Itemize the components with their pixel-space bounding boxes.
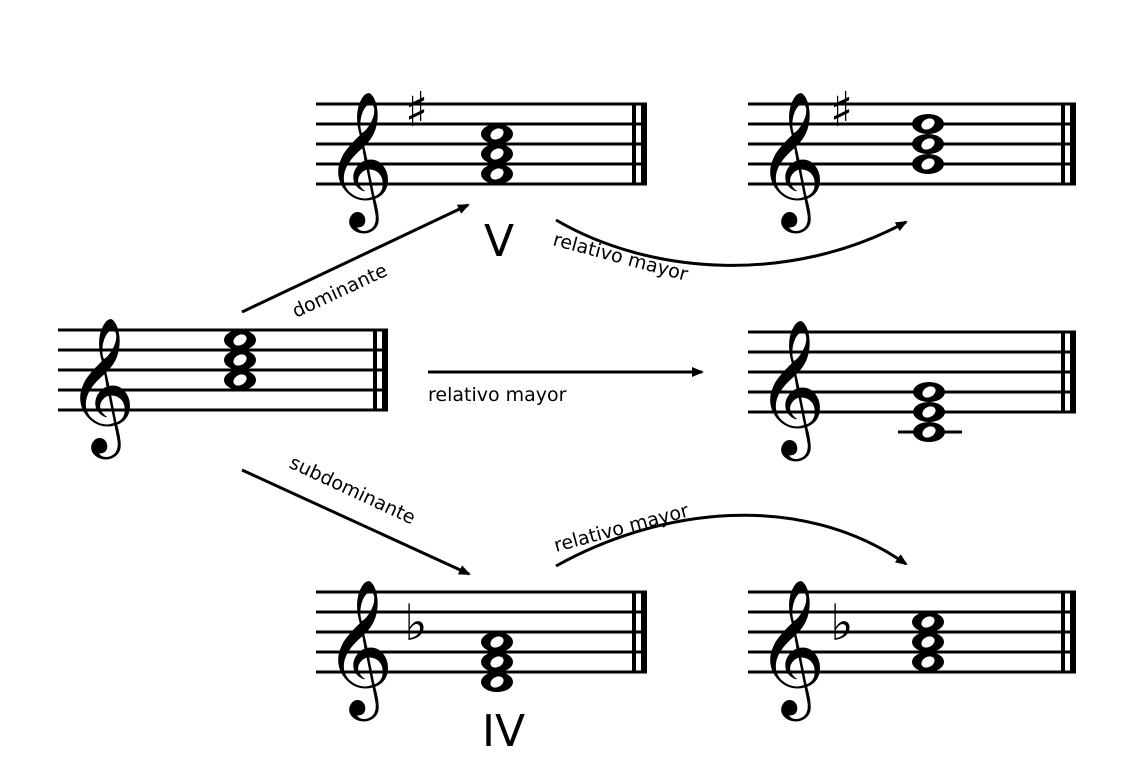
label-relativo-bottom: relativo mayor [552, 500, 692, 557]
final-barline [1061, 591, 1076, 673]
treble-clef-icon: 𝄞 [756, 89, 826, 233]
staff-dominant-relative: 𝄞 ♯ [748, 82, 1076, 233]
chord-notes [481, 124, 513, 184]
final-barline [632, 591, 647, 673]
treble-clef-icon: 𝄞 [756, 577, 826, 721]
final-barline [1061, 331, 1076, 413]
final-barline [632, 103, 647, 185]
chord-notes [912, 114, 944, 174]
roman-numeral-iv: IV [482, 706, 525, 757]
flat-icon: ♭ [830, 594, 854, 652]
staff-origin: 𝄞 [58, 315, 388, 459]
sharp-icon: ♯ [405, 82, 428, 138]
arrow-dominante [241, 203, 470, 314]
staff-subdominant: 𝄞 ♭ IV [316, 577, 647, 757]
sharp-icon: ♯ [830, 82, 853, 138]
final-barline [1061, 103, 1076, 185]
chord-notes [913, 382, 945, 442]
roman-numeral-v: V [484, 216, 514, 267]
arrow-subdominante [241, 468, 471, 576]
flat-icon: ♭ [404, 594, 428, 652]
arrow-relativo-bottom [555, 513, 908, 568]
label-relativo-top: relativo mayor [551, 229, 691, 286]
staff-dominant: 𝄞 ♯ V [316, 82, 647, 267]
label-relativo-middle: relativo mayor [428, 384, 567, 406]
final-barline [373, 329, 388, 411]
treble-clef-icon: 𝄞 [756, 317, 826, 461]
label-dominante: dominante [289, 259, 391, 322]
chord-notes [912, 612, 944, 672]
chord-notes [224, 330, 256, 390]
chord-notes [481, 632, 513, 692]
treble-clef-icon: 𝄞 [66, 315, 136, 459]
treble-clef-icon: 𝄞 [324, 89, 394, 233]
staff-relative: 𝄞 [748, 317, 1076, 461]
label-subdominante: subdominante [286, 452, 419, 530]
staff-subdominant-relative: 𝄞 ♭ [748, 577, 1076, 721]
arrow-relativo-top [555, 218, 908, 267]
treble-clef-icon: 𝄞 [324, 577, 394, 721]
